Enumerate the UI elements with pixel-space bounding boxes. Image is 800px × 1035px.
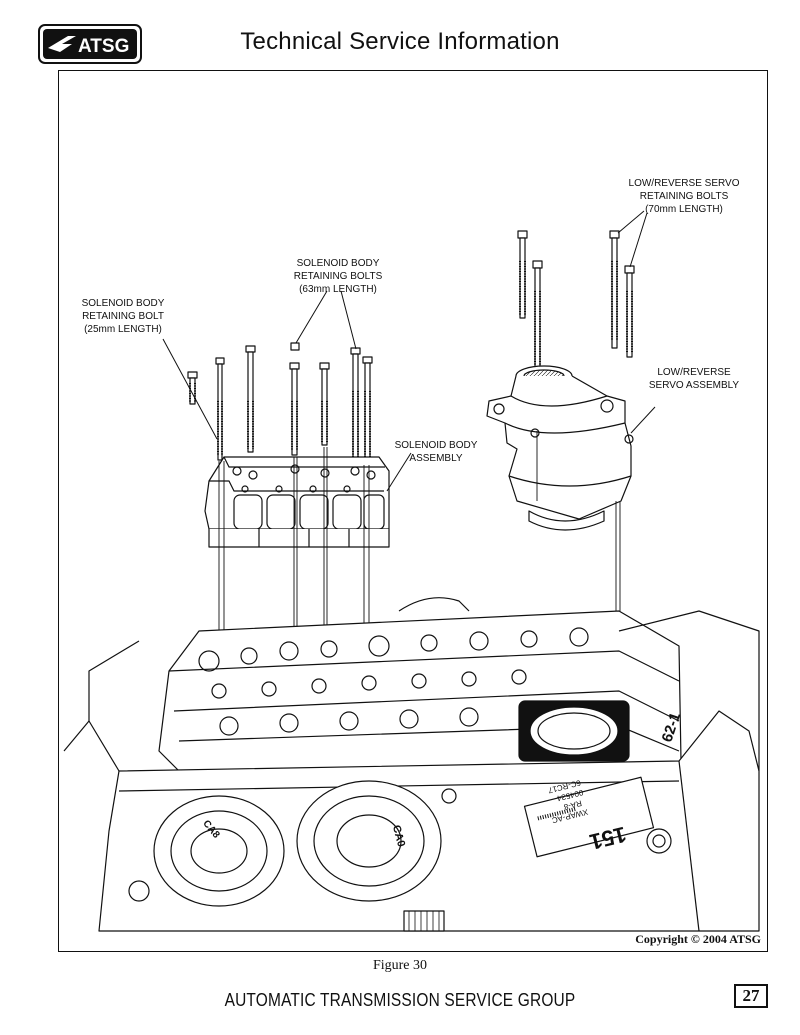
copyright-notice: Copyright © 2004 ATSG (635, 932, 761, 946)
solenoid-bolt-25mm (187, 371, 198, 405)
bolt (624, 265, 635, 358)
bolt (245, 345, 256, 453)
right-filter-stamp: CA0 (390, 824, 407, 848)
transmission-illustration: 62-1 151 XWAP-AC RA-8 004534 6C-RC17 CA8… (63, 210, 760, 932)
low-reverse-bolts-label: LOW/REVERSE SERVO RETAINING BOLTS (70mm … (619, 177, 749, 216)
solenoid-bolt-25mm-label: SOLENOID BODY RETAINING BOLT (25mm LENGT… (73, 297, 173, 336)
bolt (290, 342, 300, 351)
atsg-logo: ATSG (38, 24, 142, 64)
footer-org-name: AUTOMATIC TRANSMISSION SERVICE GROUP (224, 990, 576, 1010)
solenoid-assembly-label: SOLENOID BODY ASSEMBLY (381, 439, 491, 465)
tag-line-2: RA-8 (562, 798, 582, 811)
bolt (517, 230, 528, 319)
solenoid-bolt-25mm-label-text: SOLENOID BODY RETAINING BOLT (25mm LENGT… (81, 298, 165, 335)
alignment-lines (218, 431, 621, 641)
low-reverse-servo-label: LOW/REVERSE SERVO ASSEMBLY (639, 366, 749, 392)
bolt (609, 230, 620, 349)
solenoid-bolts-63mm-label-text: SOLENOID BODY RETAINING BOLTS (63mm LENG… (293, 258, 383, 295)
atsg-logo-graphic: ATSG (38, 24, 142, 64)
low-reverse-servo-label-text: LOW/REVERSE SERVO ASSEMBLY (648, 367, 740, 391)
low-reverse-bolts-label-text: LOW/REVERSE SERVO RETAINING BOLTS (70mm … (628, 178, 740, 215)
bolt (362, 356, 373, 466)
logo-text: ATSG (78, 36, 129, 57)
bolt (350, 347, 361, 463)
transmission-case (63, 610, 760, 932)
figure-frame: 62-1 151 XWAP-AC RA-8 004534 6C-RC17 CA8… (58, 70, 768, 952)
valve-body (158, 597, 682, 772)
bolt (215, 357, 225, 461)
solenoid-bolts-63mm (215, 342, 373, 466)
low-reverse-servo-bolts (517, 230, 635, 429)
solenoid-assembly-label-text: SOLENOID BODY ASSEMBLY (394, 440, 478, 464)
bolt (289, 362, 300, 456)
low-reverse-servo-assembly (486, 365, 634, 531)
solenoid-bolts-63mm-label: SOLENOID BODY RETAINING BOLTS (63mm LENG… (283, 257, 393, 296)
bolt (319, 362, 330, 446)
page-number: 27 (734, 984, 768, 1008)
page-title: Technical Service Information (240, 28, 560, 55)
figure-caption: Figure 30 (372, 958, 428, 973)
